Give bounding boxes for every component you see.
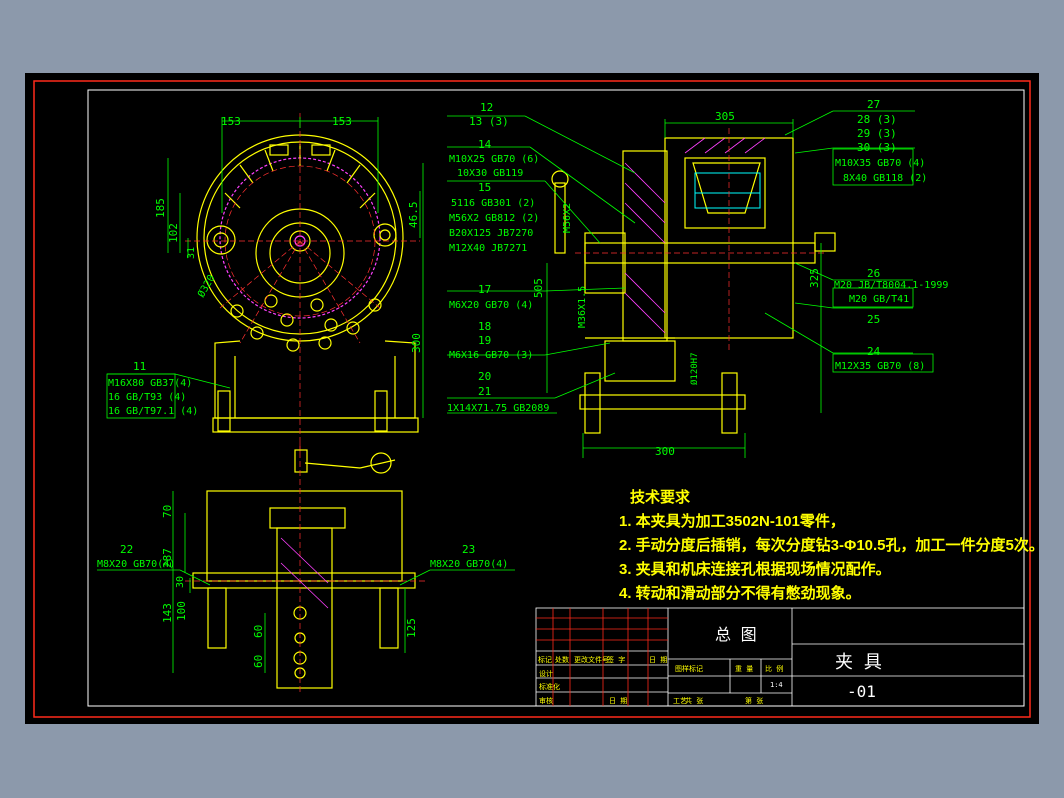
callout-25: 25	[867, 313, 880, 326]
label-callouts-c17_line1: M6X20 GB70 (4)	[449, 300, 533, 311]
label-title_block-sheet_labels-1: 第 张	[745, 696, 763, 705]
label-callouts-c11_line1: M16X80 GB37(4)	[108, 378, 192, 389]
callout-30: 30 (3)	[857, 141, 897, 154]
callout-14: 14	[478, 138, 492, 151]
handle-knob	[551, 170, 569, 188]
callout-24: 24	[867, 345, 881, 358]
callout-20: 20	[478, 370, 491, 383]
label-callouts-c23_line1: M8X20 GB70(4)	[430, 559, 508, 570]
label-callouts-c21_line1: 1X14X71.75 GB2089	[447, 403, 549, 414]
title-block-grid	[535, 607, 1025, 707]
label-title_block-cells-2: 审核	[539, 696, 553, 705]
dim-153-right: 153	[332, 115, 352, 128]
dim-305: 305	[715, 110, 735, 123]
scale-value: 1:4	[770, 681, 783, 689]
label-title_block-row_headers-1: 处数	[555, 655, 569, 664]
right-bolt	[374, 390, 388, 432]
front-view	[196, 134, 419, 433]
label-title_block-stage_headers-2: 比 例	[765, 664, 783, 673]
label-title_block-cells-3: 工艺	[673, 697, 687, 705]
label-title_block-row_headers-0: 标记	[538, 655, 552, 664]
top-view	[192, 449, 416, 689]
dim-46-5: 46.5	[407, 202, 420, 229]
dim-125: 125	[405, 618, 418, 638]
callout-12: 12	[480, 101, 493, 114]
label-callouts-c15_line4: M12X40 JB7271	[449, 243, 527, 254]
label-title_block-cells-4: 日 期	[609, 697, 627, 705]
callout-19: 19	[478, 334, 491, 347]
assembly-label: 总 图	[715, 625, 757, 644]
dim-70: 70	[161, 505, 174, 518]
label-callouts-c15_line3: B20X125 JB7270	[449, 228, 533, 239]
label-callouts-c26_line1: M20 JB/T8004.1-1999	[834, 280, 948, 291]
left-lug	[206, 225, 236, 255]
tech-req-item-2: 2. 手动分度后插销，每次分度钻3-Φ10.5孔，加工一件分度5次。	[619, 537, 1044, 554]
dim-60b: 60	[252, 655, 265, 668]
dim-m36x15: M36X1.5	[577, 286, 588, 328]
dim-505: 505	[532, 278, 545, 298]
callout-27: 27	[867, 98, 880, 111]
callout-21: 21	[478, 385, 491, 398]
callout-26: 26	[867, 267, 880, 280]
label-title_block-stage_headers-1: 重 量	[735, 665, 753, 673]
label-callouts-c26_line2: M20 GB/T41	[849, 294, 909, 305]
dim-143: 143	[161, 603, 174, 623]
dim-287: 287	[161, 548, 174, 568]
label-title_block-row_headers-4: 日 期	[649, 656, 667, 664]
dim-31: 31	[186, 247, 197, 259]
right-lug	[373, 223, 397, 247]
label-callouts-c30_line2: 8X40 GB118 (2)	[843, 173, 927, 184]
callout-17: 17	[478, 283, 491, 296]
dim-185: 185	[154, 198, 167, 218]
tech-req-item-1: 1. 本夹具为加工3502N-101零件，	[619, 513, 845, 530]
cad-drawing: 153 153 185 102 31 46.5 300 Ø320 11 M16X…	[33, 80, 1031, 718]
dim-300-bottom: 300	[655, 445, 675, 458]
dim-100: 100	[175, 601, 188, 621]
label-callouts-c22_line1: M8X20 GB70(4)	[97, 559, 175, 570]
label-callouts-c14_line2: 10X30 GB119	[457, 168, 523, 179]
callout-18: 18	[478, 320, 491, 333]
callout-15: 15	[478, 181, 491, 194]
dim-153-left: 153	[221, 115, 241, 128]
tech-req-item-4: 4. 转动和滑动部分不得有憋劲现象。	[619, 585, 861, 602]
tech-req-title: 技术要求	[630, 489, 691, 506]
label-callouts-c11_line2: 16 GB/T93 (4)	[108, 392, 186, 403]
callout-23: 23	[462, 543, 475, 556]
label-callouts-c19_line1: M6X16 GB70 (3)	[449, 350, 533, 361]
outer-border	[33, 80, 1031, 718]
label-callouts-c15_line1: 5116 GB301 (2)	[451, 198, 535, 209]
callout-28: 28 (3)	[857, 113, 897, 126]
part-name: 夹 具	[835, 652, 882, 673]
tech-req-item-3: 3. 夹具和机床连接孔根据现场情况配作。	[619, 561, 891, 578]
label-callouts-c15_line2: M56X2 GB812 (2)	[449, 213, 539, 224]
side-section	[551, 137, 836, 434]
callout-13: 13 (3)	[469, 115, 509, 128]
label-callouts-c14_line1: M10X25 GB70 (6)	[449, 154, 539, 165]
label-callouts-c24_line1: M12X35 GB70 (8)	[835, 361, 925, 372]
label-title_block-cells-0: 设计	[539, 669, 553, 678]
top-handle-knob	[370, 452, 392, 474]
drawing-code: -01	[847, 682, 876, 701]
label-callouts-c30_line1: M10X35 GB70 (4)	[835, 158, 925, 169]
callout-22: 22	[120, 543, 133, 556]
dim-102: 102	[167, 223, 180, 243]
left-bolt	[217, 390, 231, 432]
label-title_block-row_headers-3: 签 字	[607, 655, 625, 664]
dim-60a: 60	[252, 625, 265, 638]
dim-325: 325	[808, 268, 821, 288]
drawing-sheet: 153 153 185 102 31 46.5 300 Ø320 11 M16X…	[25, 73, 1044, 724]
dim-d120h7: Ø120H7	[689, 352, 700, 385]
callout-29: 29 (3)	[857, 127, 897, 140]
dim-300: 300	[410, 333, 423, 353]
label-title_block-row_headers-2: 更改文件号	[574, 655, 609, 664]
dim-m56x2: M56X2	[562, 203, 573, 233]
dim-30: 30	[175, 576, 186, 588]
label-title_block-cells-1: 标准化	[539, 682, 560, 691]
label-callouts-c11_line3: 16 GB/T97.1 (4)	[108, 406, 198, 417]
label-title_block-stage_headers-0: 图样标记	[675, 664, 703, 673]
callout-11: 11	[133, 360, 146, 373]
label-title_block-sheet_labels-0: 共 张	[685, 696, 703, 705]
